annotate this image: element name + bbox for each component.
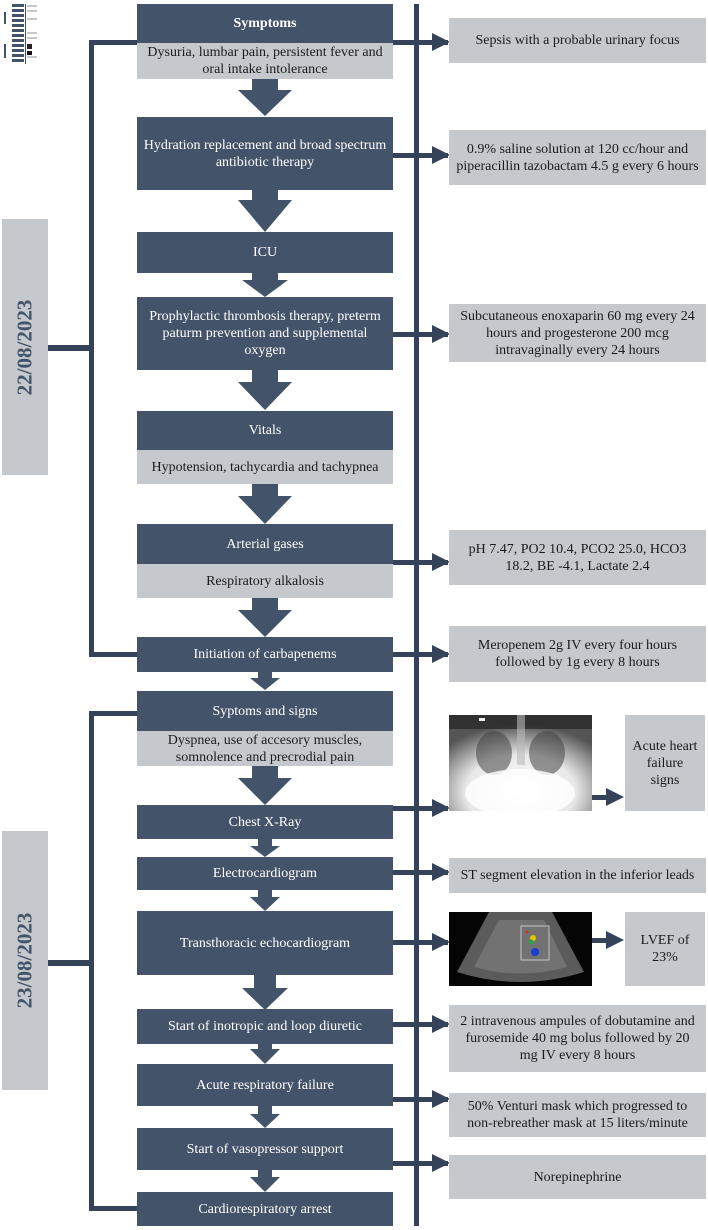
down-arrow [242,975,288,1010]
date-label-day2: 23/08/2023 [2,831,48,1090]
step-electrocardiogram: Electrocardiogram [137,857,393,890]
bracket-day1 [89,40,94,657]
step-acute-respiratory-failure: Acute respiratory failure [137,1064,393,1106]
note-inotropic: 2 intravenous ampules of dobutamine and … [449,1005,706,1072]
bracket-day1-top [89,40,138,45]
down-arrow [250,1043,280,1064]
down-arrow [250,839,280,857]
step-echocardiogram: Transthoracic echocardiogram [137,911,393,975]
note-hydration: 0.9% saline solution at 120 cc/hour and … [449,130,706,185]
step-arterial-gases-detail: Respiratory alkalosis [137,564,393,598]
bracket-day2-stem [48,960,90,966]
step-prophylaxis: Prophylactic thrombosis therapy, preterm… [137,297,393,370]
down-arrow [238,766,292,805]
echocardiogram-image [449,912,592,986]
step-syptoms-signs-detail: Dyspnea, use of accesory muscles, somnol… [137,731,393,766]
step-vitals-detail: Hypotension, tachycardia and tachypnea [137,450,393,484]
step-hydration: Hydration replacement and broad spectrum… [137,117,393,190]
result-lvef: LVEF of 23% [625,912,705,986]
bracket-day2-top [89,711,138,716]
step-symptoms-title: Symptoms [137,4,393,43]
note-ecg: ST segment elevation in the inferior lea… [449,858,706,893]
step-cardiorespiratory-arrest: Cardiorespiratory arrest [137,1192,393,1226]
step-chest-xray: Chest X-Ray [137,805,393,839]
down-arrow [250,1106,280,1128]
step-symptoms-detail: Dysuria, lumbar pain, persistent fever a… [137,43,393,79]
note-respiratory: 50% Venturi mask which progressed to non… [449,1093,706,1137]
timeline-spine [414,4,419,1226]
flowchart-thumbnail-icon [4,4,37,64]
down-arrow [238,190,292,232]
note-arterial-gases: pH 7.47, PO2 10.4, PCO2 25.0, HCO3 18.2,… [449,530,706,585]
note-vasopressor: Norepinephrine [449,1155,706,1199]
bracket-day2 [89,711,94,1211]
step-icu: ICU [137,232,393,273]
step-arterial-gases-title: Arterial gases [137,524,393,564]
step-vitals-title: Vitals [137,411,393,450]
result-acute-heart-failure: Acute heart failure signs [625,715,705,811]
bracket-day1-bottom [89,652,138,657]
down-arrow [250,1170,280,1192]
step-syptoms-signs-title: Syptoms and signs [137,691,393,731]
down-arrow [238,484,292,524]
step-carbapenems: Initiation of carbapenems [137,637,393,672]
down-arrow [250,890,280,911]
down-arrow [242,273,288,297]
note-carbapenems: Meropenem 2g IV every four hours followe… [449,626,706,682]
date-label-day1: 22/08/2023 [2,219,48,475]
down-arrow [238,370,292,410]
note-prophylaxis: Subcutaneous enoxaparin 60 mg every 24 h… [449,304,706,362]
step-inotropic-diuretic: Start of inotropic and loop diuretic [137,1009,393,1044]
bracket-day2-bottom [89,1206,138,1211]
down-arrow [238,598,292,637]
bracket-day1-stem [48,345,90,351]
step-vasopressor: Start of vasopressor support [137,1128,393,1170]
chest-xray-image [449,715,592,811]
down-arrow [238,78,292,116]
note-sepsis: Sepsis with a probable urinary focus [449,18,706,63]
down-arrow [250,672,280,690]
